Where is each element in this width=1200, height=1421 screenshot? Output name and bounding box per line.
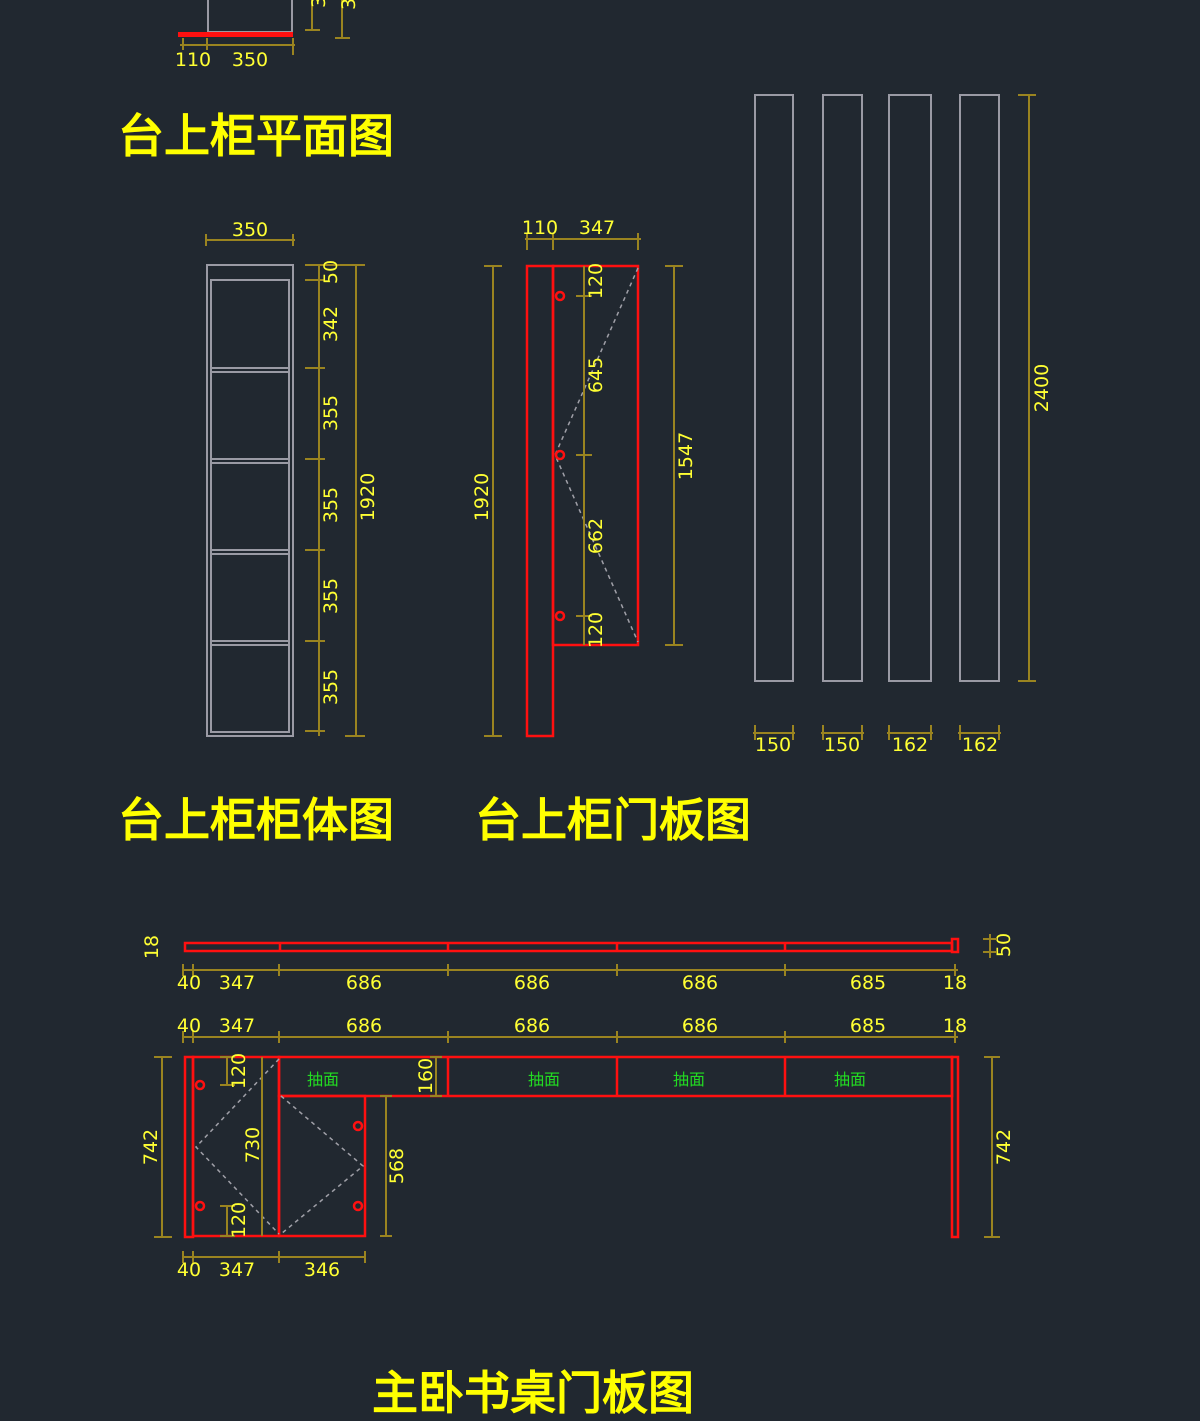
desk-dim: 40 [177,1259,201,1281]
desk-row1-dims: 40 347 686 686 686 685 18 [177,972,967,994]
body-dim-total: 1920 [357,473,379,521]
cabinet-body-view: 350 50 342 355 355 355 355 1920 [205,219,379,737]
panel-dim-width: 162 [962,734,998,756]
desk-dim: 50 [993,933,1015,957]
door-panel-view: 110 347 1920 120 645 662 120 1547 [471,217,697,738]
title-body: 台上柜柜体图 [118,793,394,847]
desk-dim: 686 [514,1015,550,1037]
panel-dim-width: 150 [824,734,860,756]
panel-dim-width: 162 [892,734,928,756]
drawer-label: 抽面 [834,1070,866,1089]
desk-dim: 347 [219,972,255,994]
door-dim-height: 1547 [675,432,697,480]
body-dim: 355 [320,487,342,523]
tall-panels-view: 2400 150 150 162 162 [753,94,1053,756]
title-plan: 台上柜平面图 [118,109,394,163]
title-desk: 主卧书桌门板图 [372,1366,694,1420]
door-dim: 645 [585,357,607,393]
plan-view: 110 350 3 3 [175,0,360,71]
desk-dim: 686 [682,972,718,994]
desk-dim: 120 [228,1202,250,1238]
desk-row2-dims: 40 347 686 686 686 685 18 [177,1015,967,1037]
desk-dim: 160 [415,1058,437,1094]
desk-dim: 347 [219,1259,255,1281]
title-door: 台上柜门板图 [475,793,751,847]
plan-dim-partial: 3 [338,0,360,10]
desk-dim: 685 [850,972,886,994]
panel-dim-height: 2400 [1031,364,1053,412]
drawer-label: 抽面 [528,1070,560,1089]
body-dim-width: 350 [232,219,268,241]
desk-dim: 730 [242,1127,264,1163]
desk-dim: 568 [386,1148,408,1184]
door-dim: 120 [585,263,607,299]
desk-dim: 686 [514,972,550,994]
plan-dim-350: 350 [232,49,268,71]
plan-dim-partial: 3 [308,0,330,8]
desk-dim: 686 [346,1015,382,1037]
drawer-label: 抽面 [307,1070,339,1089]
door-dim: 347 [579,217,615,239]
panel-dim-width: 150 [755,734,791,756]
desk-dim: 18 [943,972,967,994]
desk-dim: 346 [304,1259,340,1281]
desk-dim: 40 [177,1015,201,1037]
body-dim: 355 [320,578,342,614]
desk-dim: 686 [682,1015,718,1037]
desk-door-view: 18 50 40 347 686 686 686 685 18 40 347 6… [140,933,1015,1281]
desk-dim: 686 [346,972,382,994]
desk-dim: 18 [943,1015,967,1037]
desk-dim: 685 [850,1015,886,1037]
door-dim: 662 [585,518,607,554]
body-dim: 342 [320,306,342,342]
drawer-label: 抽面 [673,1070,705,1089]
desk-dim: 120 [228,1053,250,1089]
desk-dim-height: 742 [140,1129,162,1165]
desk-dim: 347 [219,1015,255,1037]
desk-dim: 18 [141,935,163,959]
desk-dim: 40 [177,972,201,994]
body-dim: 355 [320,395,342,431]
plan-dim-110: 110 [175,49,211,71]
body-dim: 355 [320,669,342,705]
door-dim-total: 1920 [471,473,493,521]
body-dim: 50 [320,260,342,284]
door-dim: 110 [522,217,558,239]
door-dim: 120 [585,612,607,648]
desk-dim-height: 742 [993,1129,1015,1165]
